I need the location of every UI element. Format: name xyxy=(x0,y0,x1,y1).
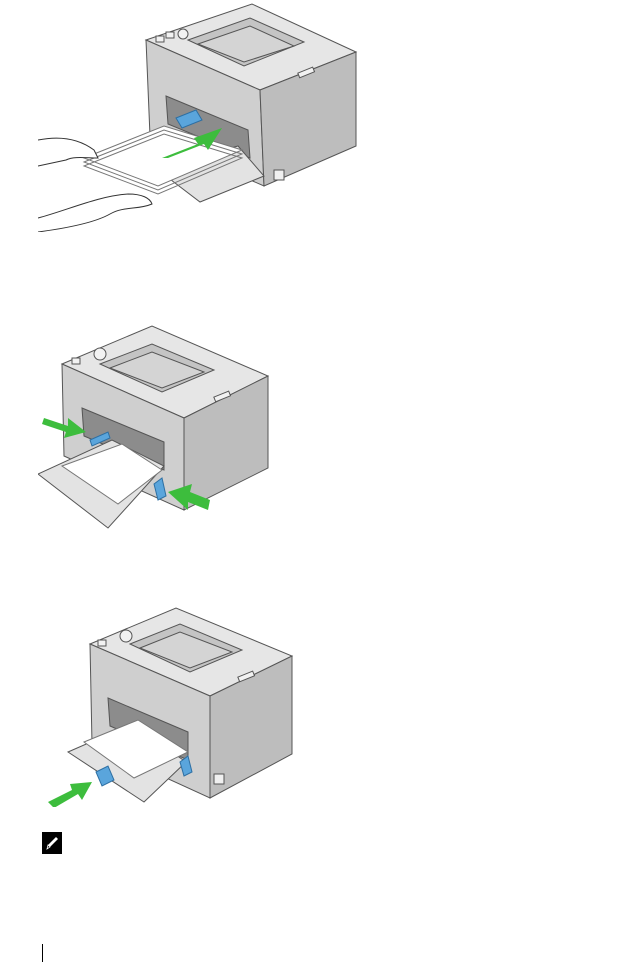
figure-width-guides xyxy=(38,320,270,532)
note-pencil-icon xyxy=(42,832,62,854)
figure-load-paper xyxy=(38,0,358,232)
footer-rule xyxy=(42,944,43,962)
push-arrow-icon xyxy=(48,782,92,807)
figure-length-guide xyxy=(38,602,298,807)
